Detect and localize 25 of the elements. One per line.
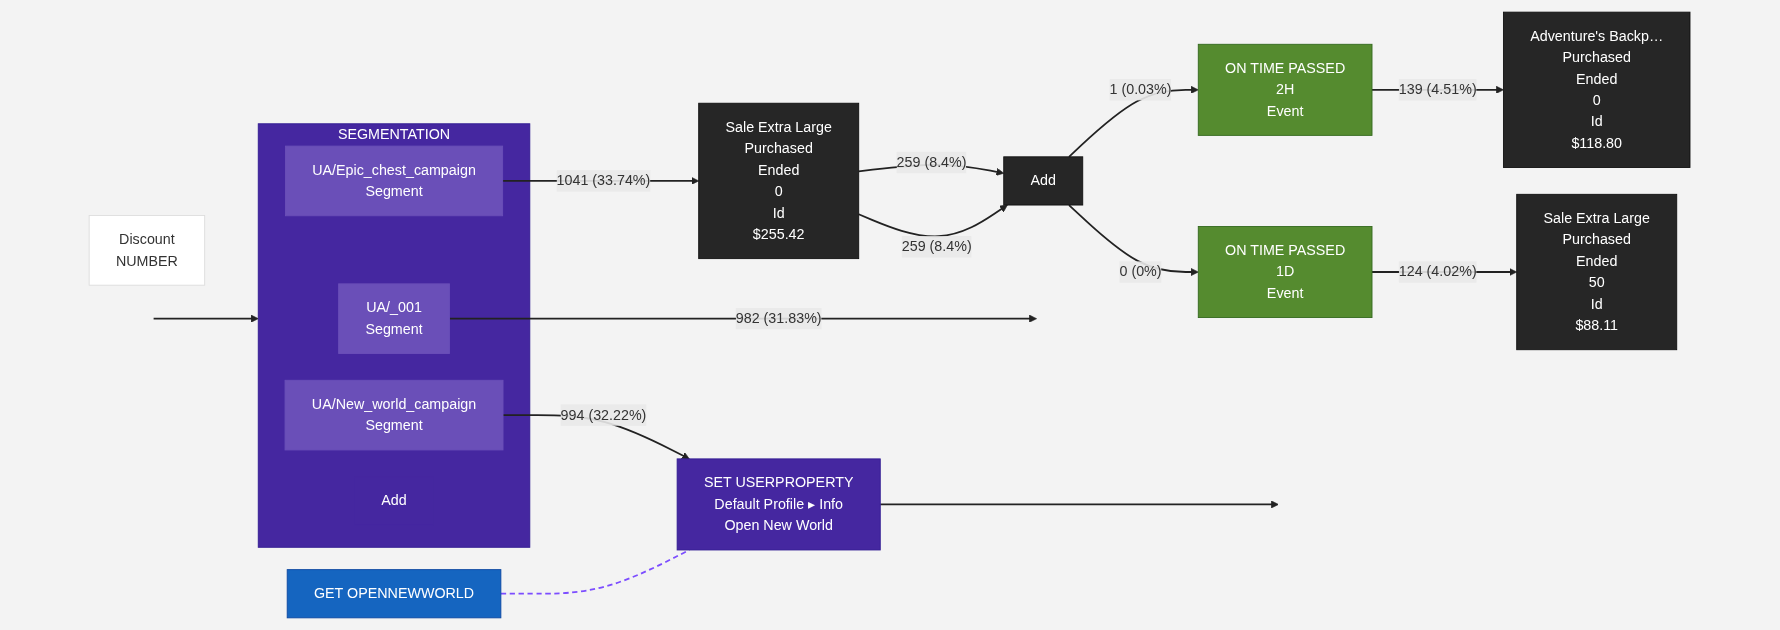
arrow xyxy=(153,314,260,323)
edge-label: 259 (8.4%) xyxy=(897,154,967,170)
node-box: ON TIME PASSED 2H Event xyxy=(1198,43,1373,136)
node-box: GET OPENNEWWORLD xyxy=(287,569,502,619)
node-box: Adventure's Backp… Purchased Ended 0 Id $118.80 xyxy=(1503,11,1691,168)
node-box: UA/New_world_campaign Segment xyxy=(285,379,504,451)
node-box: Sale Extra Large Purchased Ended 0 Id $255.42 xyxy=(698,102,860,260)
arrow xyxy=(879,500,1280,509)
edge-label: 124 (4.02%) xyxy=(1399,263,1478,280)
edge-label: 1 (0.03%) xyxy=(1109,81,1172,97)
node-box: UA/Epic_chest_campaign Segment xyxy=(285,145,504,217)
node-box: UA/_001 Segment xyxy=(338,283,451,354)
node-box: Sale Extra Large Purchased Ended 50 Id $88.11 xyxy=(1516,193,1678,351)
edge-label: 994 (32.22%) xyxy=(561,407,647,423)
edge-label: 139 (4.51%) xyxy=(1399,81,1478,97)
node-box: Add xyxy=(1003,156,1084,206)
edge-label: 1041 (33.74%) xyxy=(557,172,651,189)
node-text: Add xyxy=(381,492,408,508)
edge-label: 259 (8.4%) xyxy=(902,238,973,254)
edge-label: 982 (31.83%) xyxy=(736,310,823,326)
arrow xyxy=(858,204,1009,238)
node-box: SET USERPROPERTY Default Profile ▸ Info Open New World xyxy=(677,458,882,551)
edge-label: 0 (0%) xyxy=(1119,263,1162,280)
node-box: Discount NUMBER xyxy=(89,215,206,286)
node-box: ON TIME PASSED 1D Event xyxy=(1198,226,1373,318)
